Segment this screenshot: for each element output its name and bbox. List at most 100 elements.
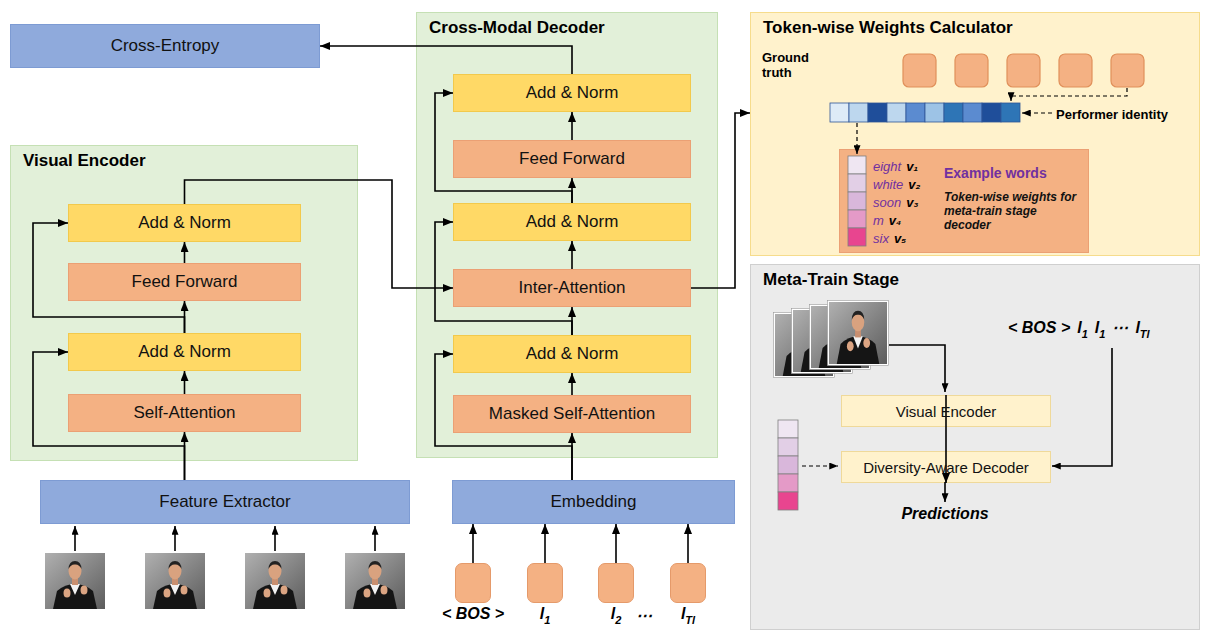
output-label: Predictions xyxy=(875,505,1015,523)
box-label: Add & Norm xyxy=(526,344,619,364)
layer-box: Feed Forward xyxy=(453,140,691,178)
ground-truth-token xyxy=(955,54,988,87)
ellipsis: ⋯ xyxy=(636,607,652,624)
token-subscript: 2 xyxy=(615,614,621,626)
panel-title: Token-wise Weights Calculator xyxy=(763,18,1013,37)
box-label: Diversity-Aware Decoder xyxy=(863,459,1029,476)
annotation-label: Performer identity xyxy=(1056,107,1168,122)
signer-photo xyxy=(45,553,105,609)
box-label: Add & Norm xyxy=(526,83,619,103)
weight-column-cell xyxy=(848,174,866,192)
sequence-token: l xyxy=(1095,319,1099,337)
token-box: lTl xyxy=(670,563,706,603)
box-label: Feed Forward xyxy=(519,149,625,169)
token-label: l xyxy=(611,605,615,623)
signer-photo xyxy=(145,553,205,609)
example-word: m xyxy=(873,212,884,230)
layer-box: Cross-Entropy xyxy=(10,24,320,68)
weight-column-cell xyxy=(778,492,798,510)
token-label: l xyxy=(681,605,685,623)
sequence-subscript: 1 xyxy=(1082,328,1088,340)
data-flow-arrow xyxy=(472,524,474,563)
input-arrow xyxy=(174,526,176,551)
layer-box: Feed Forward xyxy=(68,263,301,301)
input-arrow xyxy=(274,526,276,551)
data-flow-arrow xyxy=(571,241,573,269)
weight-cell xyxy=(849,103,868,122)
layer-box: Inter-Attention xyxy=(453,269,691,307)
ground-truth-token xyxy=(903,54,936,87)
token-label: < BOS > xyxy=(442,605,504,623)
weight-cell xyxy=(887,103,906,122)
weights-caption: Token-wise weights for meta-train stage … xyxy=(944,190,1084,232)
axis-label: Ground truth xyxy=(762,50,826,80)
weight-cell xyxy=(944,103,963,122)
module-panel: Token-wise Weights Calculatoreightv₁whit… xyxy=(750,12,1200,256)
example-title: Example words xyxy=(944,165,1047,181)
signer-photo xyxy=(245,553,305,609)
weight-column-cell xyxy=(848,156,866,174)
box-label: Cross-Entropy xyxy=(111,36,220,56)
weight-cell xyxy=(982,103,1001,122)
weight-symbol: v₅ xyxy=(894,230,906,248)
weight-column-cell xyxy=(778,438,798,456)
data-flow-arrow xyxy=(687,524,689,563)
data-flow-arrow xyxy=(571,112,573,140)
photo-frame xyxy=(828,301,889,366)
panel-title: Visual Encoder xyxy=(23,151,146,170)
token-box: < BOS > xyxy=(455,563,491,603)
sequence-subscript: 1 xyxy=(1099,328,1105,340)
token-subscript: 1 xyxy=(544,614,550,626)
data-flow-arrow xyxy=(184,371,186,394)
example-word: soon xyxy=(873,194,901,212)
data-flow-arrow xyxy=(184,242,186,263)
box-label: Visual Encoder xyxy=(896,403,997,420)
box-label: Inter-Attention xyxy=(519,278,626,298)
weight-column-cell xyxy=(848,228,866,246)
box-label: Feed Forward xyxy=(132,272,238,292)
data-flow-arrow xyxy=(544,524,546,563)
sequence-token: l xyxy=(1077,319,1081,337)
sequence-token: l xyxy=(1135,319,1139,337)
ground-truth-token xyxy=(1007,54,1040,87)
ground-truth-token xyxy=(1111,54,1144,87)
example-word: white xyxy=(873,176,903,194)
weight-column-cell xyxy=(778,474,798,492)
layer-box: Add & Norm xyxy=(453,335,691,373)
weight-symbol: v₃ xyxy=(906,194,918,212)
layer-box: Feature Extractor xyxy=(40,480,410,524)
sequence-subscript: Tl xyxy=(1140,328,1150,340)
weight-column-cell xyxy=(848,210,866,228)
weight-cell xyxy=(1001,103,1020,122)
weight-cell xyxy=(830,103,849,122)
weight-cell xyxy=(925,103,944,122)
panel-title: Meta-Train Stage xyxy=(763,270,899,289)
sequence-token: < BOS > xyxy=(1008,319,1070,337)
box-label: Embedding xyxy=(550,492,636,512)
weight-cell xyxy=(963,103,982,122)
weight-cell xyxy=(868,103,887,122)
box-label: Self-Attention xyxy=(133,403,235,423)
weight-column-cell xyxy=(848,192,866,210)
example-word: six xyxy=(873,230,889,248)
token-box: l1 xyxy=(527,563,563,603)
signer-photo xyxy=(345,553,405,609)
module-panel: Cross-Modal DecoderAdd & NormFeed Forwar… xyxy=(416,12,718,458)
layer-box: Add & Norm xyxy=(68,333,301,371)
input-arrow xyxy=(374,526,376,551)
input-arrow xyxy=(74,526,76,551)
layer-box: Add & Norm xyxy=(453,203,691,241)
token-subscript: Tl xyxy=(685,614,695,626)
ellipsis: ⋯ xyxy=(1112,318,1128,337)
example-word: eight xyxy=(873,158,901,176)
box-label: Masked Self-Attention xyxy=(489,404,655,424)
layer-box: Embedding xyxy=(452,480,735,524)
data-flow-arrow xyxy=(615,524,617,563)
token-box: l2 xyxy=(598,563,634,603)
signer-photo xyxy=(829,302,887,364)
layer-box: Add & Norm xyxy=(68,204,301,242)
weight-symbol: v₂ xyxy=(908,176,920,194)
layer-box: Self-Attention xyxy=(68,394,301,432)
box-label: Add & Norm xyxy=(526,212,619,232)
